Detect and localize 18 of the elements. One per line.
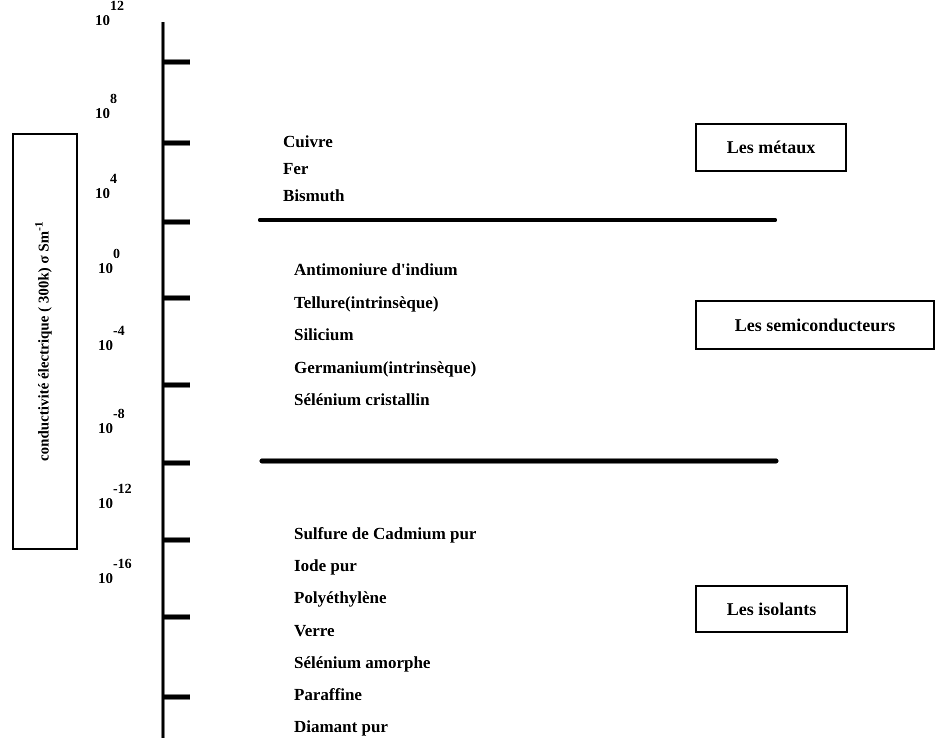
material-name: Silicium [294, 324, 354, 346]
material-name: Cuivre [283, 131, 333, 153]
material-name: Fer [283, 158, 308, 180]
material-name: Diamant pur [294, 716, 388, 738]
category-box: Les semiconducteurs [695, 300, 935, 350]
material-name: Tellure(intrinsèque) [294, 292, 439, 314]
material-name: Sélénium amorphe [294, 652, 430, 674]
material-name: Sélénium cristallin [294, 389, 430, 411]
material-name: Paraffine [294, 684, 362, 706]
material-name: Sulfure de Cadmium pur [294, 523, 476, 545]
material-name: Polyéthylène [294, 587, 387, 609]
category-box: Les métaux [695, 123, 847, 172]
material-name: Bismuth [283, 185, 344, 207]
category-box: Les isolants [695, 585, 848, 633]
material-name: Antimoniure d'indium [294, 259, 458, 281]
material-name: Germanium(intrinsèque) [294, 357, 476, 379]
material-name: Iode pur [294, 555, 357, 577]
material-name: Verre [294, 620, 335, 642]
